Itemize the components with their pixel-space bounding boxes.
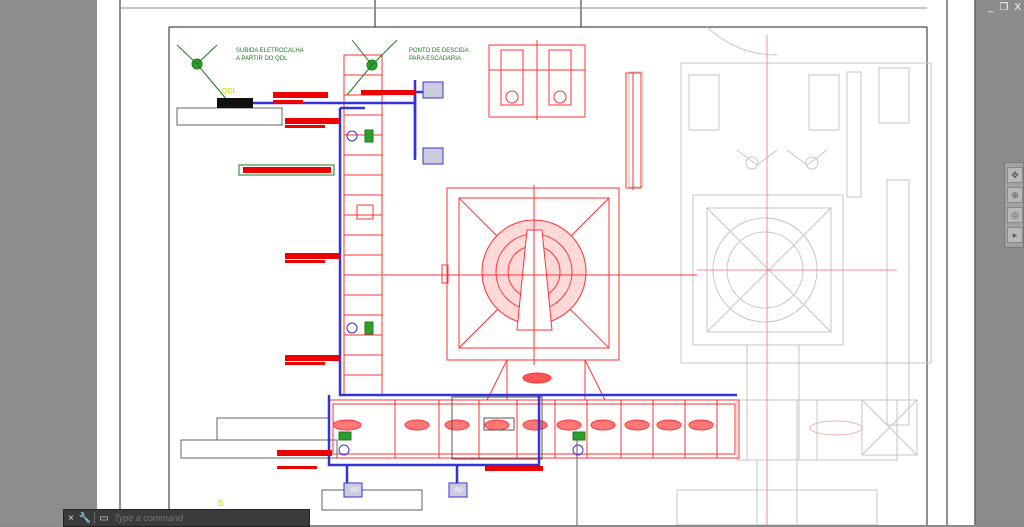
command-separator xyxy=(94,512,95,524)
left-gutter xyxy=(0,0,97,525)
device-symbols-blue[interactable] xyxy=(338,81,584,498)
cooling-tower[interactable] xyxy=(383,185,697,401)
window-controls: _ ❐ X xyxy=(988,2,1021,14)
pump-tag-1: BD xyxy=(351,488,360,494)
orbit-icon[interactable]: ◎ xyxy=(1007,207,1023,223)
leader-lines xyxy=(176,39,398,101)
close-button[interactable]: X xyxy=(1014,2,1021,13)
qdl-tag: QDL xyxy=(222,88,237,95)
descent-annotation-line2: PARA ESCADARIA xyxy=(409,56,461,62)
service-walkway[interactable] xyxy=(328,396,740,460)
redacted-labels xyxy=(238,90,543,471)
command-input[interactable] xyxy=(111,513,287,523)
descent-annotation-line1: PONTO DE DESCIDA xyxy=(409,48,469,54)
settings-icon[interactable]: 🔧 xyxy=(78,512,92,524)
qdl-panel[interactable] xyxy=(217,98,253,108)
zoom-icon[interactable]: ⊕ xyxy=(1007,187,1023,203)
minimize-button[interactable]: _ xyxy=(987,2,994,13)
cable-tray-route[interactable] xyxy=(227,80,737,495)
riser-annotation-line2: A PARTIR DO QDL xyxy=(236,56,288,62)
command-line[interactable]: × 🔧 ▭ xyxy=(63,509,310,527)
bottom-tag: S xyxy=(218,499,223,508)
command-history-icon[interactable]: ▭ xyxy=(99,512,109,524)
staircase[interactable] xyxy=(343,54,383,396)
right-side-panel: _ ❐ X xyxy=(975,0,1024,525)
sheet-frame xyxy=(119,0,948,525)
ghost-equipment xyxy=(628,26,932,525)
close-icon[interactable]: × xyxy=(68,512,74,524)
pump-group-top[interactable] xyxy=(488,40,642,190)
cad-drawing-canvas[interactable]: QDL BD BD S SUBIDA ELETROCALHA A PARTIR … xyxy=(97,0,974,525)
navigation-bar[interactable]: ✥ ⊕ ◎ ▸ xyxy=(1004,162,1024,248)
pump-tag-2: BD xyxy=(455,488,464,494)
riser-annotation-line1: SUBIDA ELETROCALHA xyxy=(236,48,304,54)
ghost-ellipse xyxy=(809,420,863,436)
showmotion-icon[interactable]: ▸ xyxy=(1007,227,1023,243)
pan-icon[interactable]: ✥ xyxy=(1007,167,1023,183)
restore-button[interactable]: ❐ xyxy=(999,2,1009,13)
